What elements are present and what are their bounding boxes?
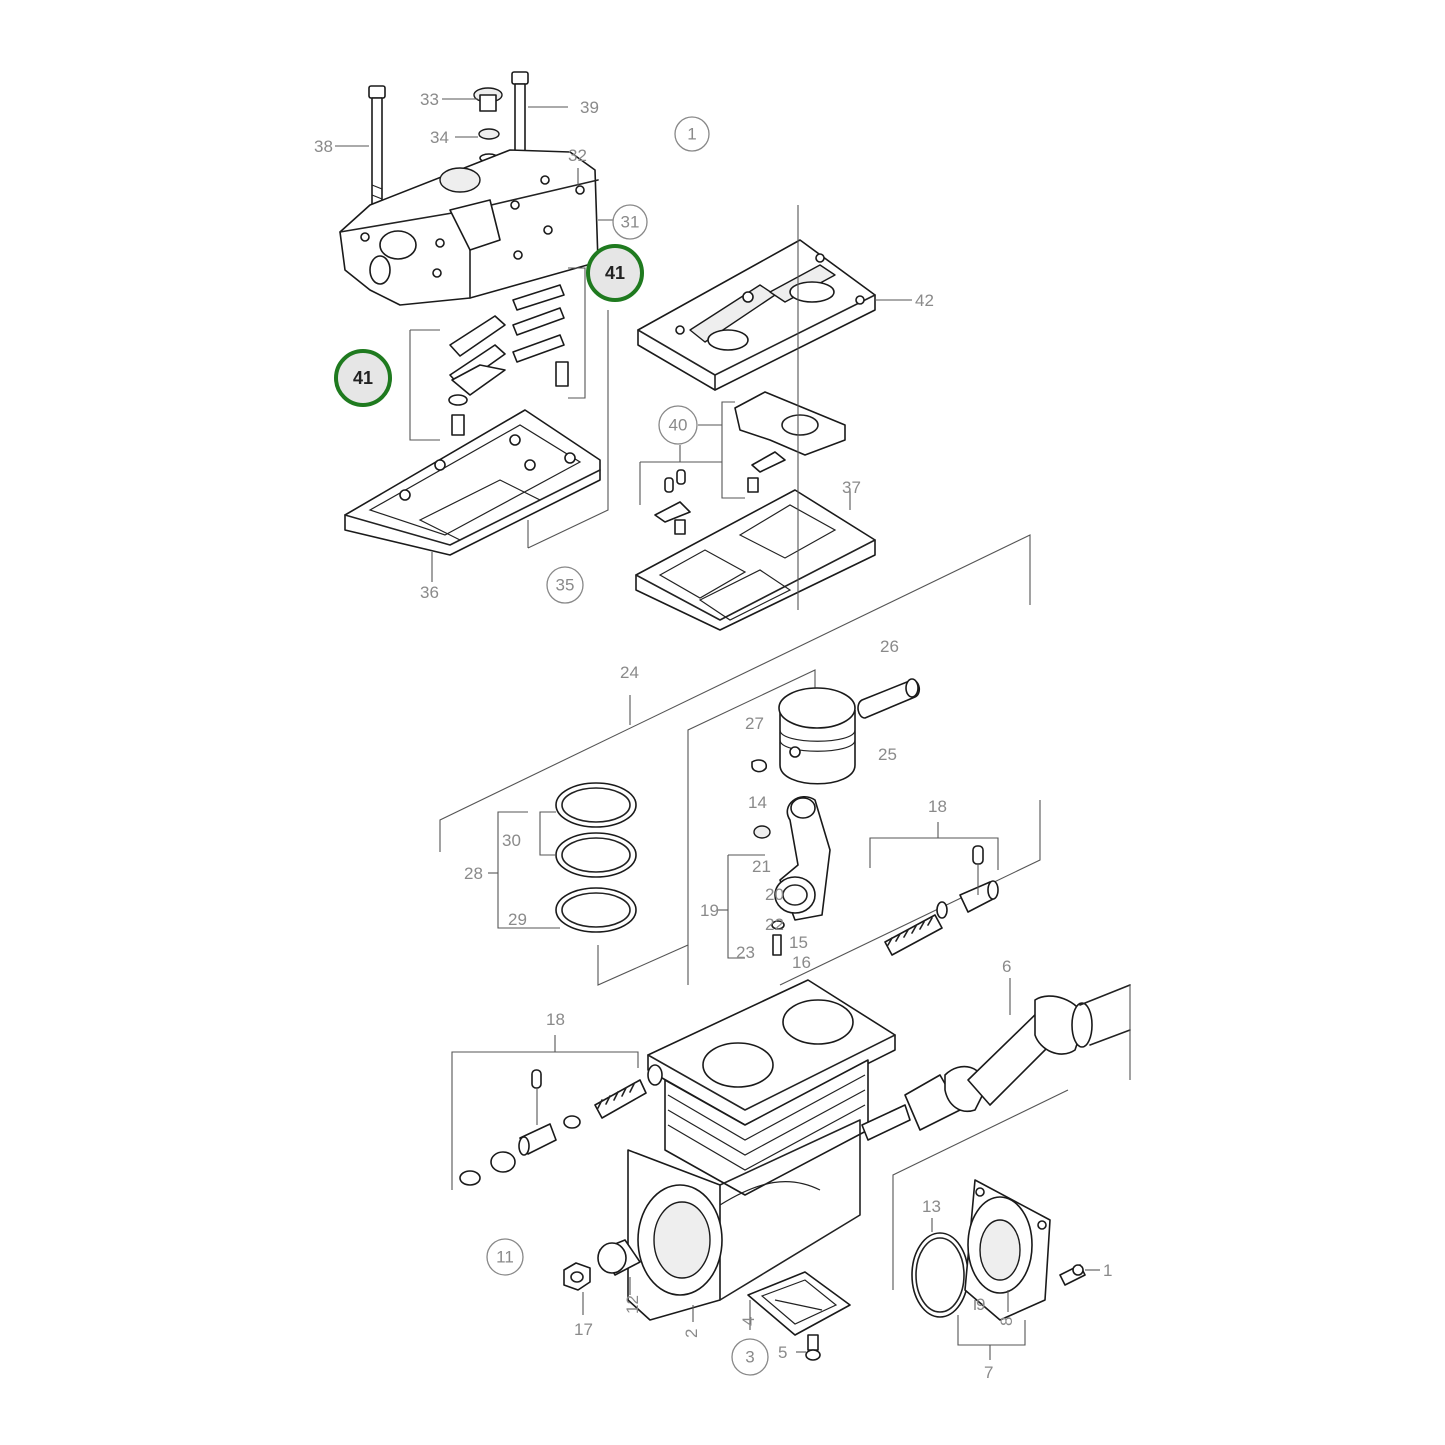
label-41-right: 41 [605, 263, 625, 283]
bolt-5 [805, 1334, 821, 1361]
o-ring-13 [911, 1232, 969, 1318]
label-40: 40 [669, 415, 688, 434]
label-28: 28 [464, 864, 483, 883]
callout-circle-31 [612, 204, 648, 240]
bush-12 [597, 1239, 641, 1276]
label-20: 20 [765, 885, 784, 904]
label-32: 32 [568, 146, 587, 165]
label-10: 1 [1103, 1261, 1112, 1280]
label-31: 31 [621, 212, 640, 231]
label-9: 9 [976, 1295, 985, 1314]
crankshaft-6 [861, 978, 1131, 1141]
cover-plate-4 [747, 1271, 851, 1336]
label-11: 11 [496, 1247, 514, 1266]
relief-valve-right [884, 845, 999, 956]
label-30: 30 [502, 831, 521, 850]
nut-17 [563, 1262, 591, 1291]
bolt-39 [511, 71, 529, 155]
piston-rings [555, 782, 637, 933]
circlip-27 [751, 759, 768, 773]
crankcase-2 [627, 979, 896, 1321]
label-8: 8 [997, 1317, 1016, 1326]
valve-reeds-left [448, 315, 506, 436]
label-3: 3 [745, 1347, 754, 1366]
label-7: 7 [984, 1363, 993, 1382]
label-34: 34 [430, 128, 449, 147]
label-13: 13 [922, 1197, 941, 1216]
label-42: 42 [915, 291, 934, 310]
end-cover-8 [964, 1179, 1051, 1321]
piston-25 [778, 687, 856, 785]
label-5: 5 [778, 1343, 787, 1362]
label-12: 12 [623, 1295, 642, 1314]
label-17: 17 [574, 1320, 593, 1339]
part-labels: 1 31 40 35 11 3 41 41 38 33 39 34 32 42 … [314, 90, 1112, 1382]
label-33: 33 [420, 90, 439, 109]
label-27: 27 [745, 714, 764, 733]
gasket-40 [734, 391, 846, 456]
label-2: 2 [682, 1329, 701, 1338]
connecting-rod-group [753, 796, 831, 956]
label-14: 14 [748, 793, 767, 812]
valve-plate-36 [344, 409, 601, 556]
label-15: 15 [789, 933, 808, 952]
callout-circle-1 [674, 116, 710, 152]
piston-group [439, 534, 1041, 986]
label-18-left: 18 [546, 1010, 565, 1029]
valve-plate-group [635, 205, 912, 631]
label-18-right: 18 [928, 797, 947, 816]
label-21: 21 [752, 857, 771, 876]
callout-circle-40 [658, 405, 698, 445]
label-1: 1 [687, 124, 696, 143]
label-26: 26 [880, 637, 899, 656]
piston-pin-26 [857, 678, 921, 719]
label-24: 24 [620, 663, 639, 682]
highlight-41-right[interactable] [586, 244, 644, 302]
label-4: 4 [739, 1317, 758, 1326]
label-19: 19 [700, 901, 719, 920]
label-39: 39 [580, 98, 599, 117]
label-16: 16 [792, 953, 811, 972]
label-23: 23 [736, 943, 755, 962]
plug-33 [473, 87, 503, 112]
valve-reeds-right [512, 284, 569, 387]
callout-circle-35 [546, 566, 584, 604]
bolt-10 [1059, 1264, 1086, 1286]
end-cover-group [892, 1089, 1100, 1360]
label-25: 25 [878, 745, 897, 764]
label-35: 35 [556, 575, 575, 594]
label-37: 37 [842, 478, 861, 497]
callout-circle-3 [731, 1338, 769, 1376]
reed-clip-40 [654, 451, 786, 535]
highlight-41-left[interactable] [334, 349, 392, 407]
label-6: 6 [1002, 957, 1011, 976]
label-38: 38 [314, 137, 333, 156]
label-41-left: 41 [353, 368, 373, 388]
crankcase-group [451, 978, 1131, 1361]
cylinder-head-group [335, 71, 615, 582]
label-22: 22 [765, 915, 784, 934]
gasket-37 [635, 489, 876, 631]
valve-plate-42 [637, 239, 876, 391]
label-36: 36 [420, 583, 439, 602]
callout-circle-11 [486, 1238, 524, 1276]
relief-valve-left [459, 1064, 663, 1186]
label-29: 29 [508, 910, 527, 929]
